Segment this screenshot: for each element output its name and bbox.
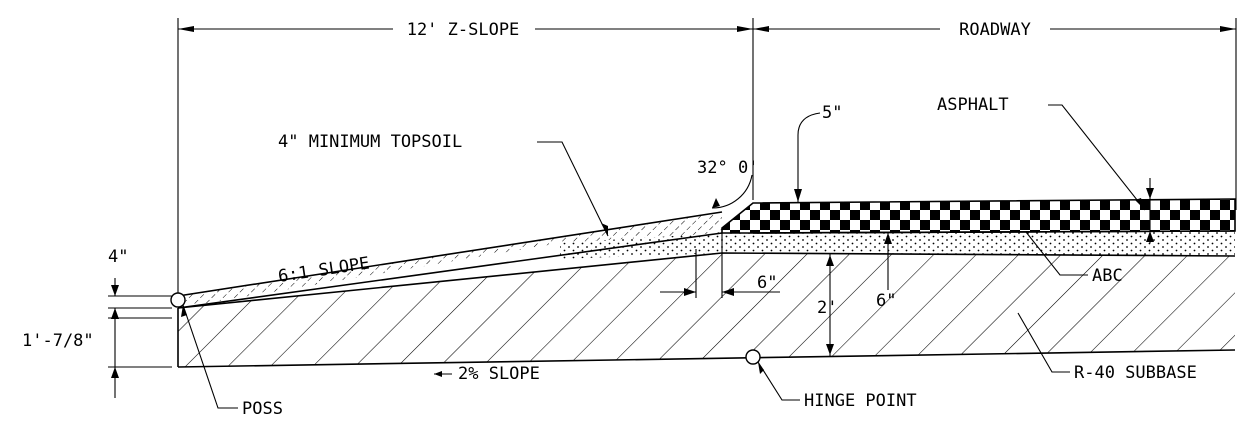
top-dimensions	[177, 18, 1237, 296]
six-inch-abc-label: 6"	[876, 291, 896, 311]
hinge-point-label: HINGE POINT	[804, 391, 917, 411]
subbase-label: R-40 SUBBASE	[1074, 363, 1197, 383]
abc-label: ABC	[1092, 266, 1123, 286]
left-depth-label: 1'-7/8"	[22, 331, 94, 351]
leader-lines	[108, 104, 1154, 409]
topsoil-label: 4" MINIMUM TOPSOIL	[278, 132, 462, 152]
roadway-label: ROADWAY	[959, 20, 1031, 40]
poss-label: POSS	[242, 399, 283, 419]
topsoil-layer	[177, 211, 723, 309]
z-slope-label: 12' Z-SLOPE	[407, 20, 520, 40]
angle-label: 32° 0'	[697, 158, 758, 178]
asphalt-label: ASPHALT	[937, 95, 1009, 115]
asphalt-layer	[721, 198, 1236, 234]
five-inch-label: 5"	[822, 103, 842, 123]
two-percent-slope-label: 2% SLOPE	[458, 364, 540, 384]
four-inch-label: 4"	[108, 247, 128, 267]
two-foot-label: 2'	[817, 298, 837, 318]
six-inch-horizontal-label: 6"	[757, 273, 777, 293]
